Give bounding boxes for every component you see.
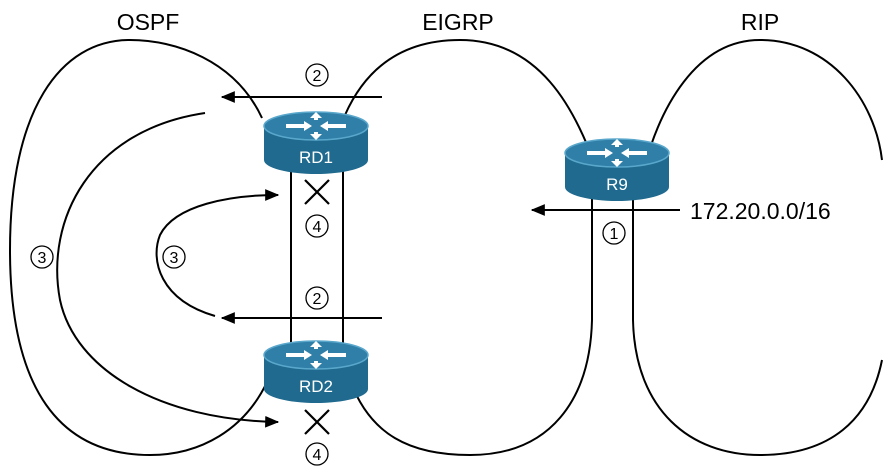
step-marker-1-text: 1 [610,226,619,243]
router-rd2-label: RD2 [299,377,333,396]
step-marker-3-outer-text: 3 [38,250,47,267]
domain-label-ospf: OSPF [117,9,180,35]
step3-outer-arrow [56,112,280,428]
eigrp-boundary-bottom [349,198,593,457]
step-marker-3-inner: 3 [162,245,186,269]
step-marker-4-bottom: 4 [305,442,329,466]
x-mark-icon [304,409,330,435]
step-marker-3-inner-text: 3 [170,250,179,267]
rip-boundary-bottom [632,198,883,457]
rip-boundary-top [644,38,883,166]
domain-label-rip: RIP [741,9,779,35]
step-marker-4-top-text: 4 [313,219,322,236]
step-marker-4-top: 4 [305,214,329,238]
x-mark-icon [304,179,330,205]
router-rd1-label: RD1 [299,148,333,167]
step-marker-2-bottom: 2 [305,286,329,310]
router-rd1[interactable]: RD1 [263,111,369,175]
eigrp-boundary-top [344,38,596,166]
step-marker-2-top: 2 [305,63,329,87]
step-marker-2-top-text: 2 [313,68,322,85]
domain-label-eigrp: EIGRP [422,9,494,35]
route-prefix-label: 172.20.0.0/16 [690,198,831,224]
router-r9-label: R9 [606,175,628,194]
ospf-boundary [8,38,269,457]
step-marker-1: 1 [602,221,626,245]
step-marker-2-bottom-text: 2 [313,291,322,308]
step3-inner-arrow [155,189,280,317]
step-marker-3-outer: 3 [30,245,54,269]
router-rd2[interactable]: RD2 [263,340,369,404]
step-marker-4-bottom-text: 4 [313,447,322,464]
router-r9[interactable]: R9 [564,138,670,202]
